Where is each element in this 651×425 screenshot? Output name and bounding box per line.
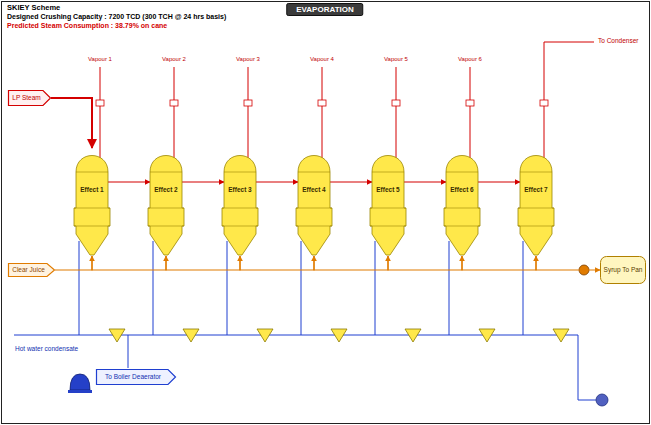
juice-line bbox=[388, 256, 462, 270]
evaporator-vessel bbox=[368, 148, 408, 256]
juice-inlet-arrow: Clear Juice bbox=[8, 263, 55, 277]
node-text: To Boiler Deaerator bbox=[105, 373, 161, 380]
node-text: Effect 1 bbox=[80, 186, 103, 193]
juice-line bbox=[536, 256, 600, 270]
evaporator-vessel bbox=[516, 148, 556, 256]
node-text: Effect 4 bbox=[302, 186, 325, 193]
flash-tanks bbox=[109, 329, 569, 342]
evaporator-vessel bbox=[442, 148, 482, 256]
label-text: Designed Crushing Capacity : 7200 TCD (3… bbox=[6, 13, 227, 21]
bell-symbol bbox=[68, 374, 92, 393]
valve-boxes bbox=[96, 100, 548, 106]
label-text: Vapour 1 bbox=[87, 56, 113, 63]
vapour-bleed-lines bbox=[100, 42, 594, 158]
node-text: Effect 6 bbox=[450, 186, 473, 193]
label-text: Vapour 5 bbox=[383, 56, 409, 63]
label-text: Vapour 3 bbox=[235, 56, 261, 63]
node-text: Effect 5 bbox=[376, 186, 399, 193]
label-text: To Condenser bbox=[597, 37, 639, 44]
juice-line bbox=[314, 256, 388, 270]
vapour-line bbox=[478, 181, 520, 182]
evaporator-body: Effect 3 bbox=[220, 148, 260, 256]
evaporator-body: Effect 7 bbox=[516, 148, 556, 256]
evaporator-body: Effect 6 bbox=[442, 148, 482, 256]
node-text: Syrup To Pan bbox=[604, 266, 643, 273]
condensate-outlet-arrow: To Boiler Deaerator bbox=[96, 369, 176, 385]
evaporator-body: Effect 2 bbox=[146, 148, 186, 256]
label-text: SKIEY Scheme bbox=[6, 4, 61, 13]
evaporator-vessel bbox=[72, 148, 112, 256]
label-text: Vapour 6 bbox=[457, 56, 483, 63]
vapour-line bbox=[330, 181, 372, 182]
vapour-line bbox=[404, 181, 446, 182]
condensate-lines bbox=[14, 241, 596, 400]
evaporator-vessel bbox=[294, 148, 334, 256]
node-text: Clear Juice bbox=[12, 266, 45, 273]
label-text: Vapour 2 bbox=[161, 56, 187, 63]
label-text: Predicted Steam Consumption : 38.79% on … bbox=[6, 22, 168, 30]
evaporator-vessel bbox=[146, 148, 186, 256]
steam-inlet-arrow: LP Steam bbox=[8, 90, 51, 106]
juice-line bbox=[462, 256, 536, 270]
label-text: Vapour 4 bbox=[309, 56, 335, 63]
juice-line bbox=[166, 256, 240, 270]
vapour-line bbox=[256, 181, 298, 182]
juice-line bbox=[92, 256, 166, 270]
evaporator-body: Effect 1 bbox=[72, 148, 112, 256]
evaporator-body: Effect 4 bbox=[294, 148, 334, 256]
evaporator-vessel bbox=[220, 148, 260, 256]
evaporator-body: Effect 5 bbox=[368, 148, 408, 256]
vapour-line bbox=[51, 98, 92, 148]
vapour-line bbox=[182, 181, 224, 182]
node-text: Effect 2 bbox=[154, 186, 177, 193]
vapour-line bbox=[108, 181, 150, 182]
juice-line bbox=[55, 256, 92, 270]
pump-symbols bbox=[579, 265, 608, 406]
node-text: LP Steam bbox=[12, 94, 40, 101]
node-text: Effect 7 bbox=[524, 186, 547, 193]
label-text: Hot water condensate bbox=[14, 345, 79, 352]
juice-line bbox=[240, 256, 314, 270]
syrup-tank: Syrup To Pan bbox=[600, 256, 646, 284]
node-text: Effect 3 bbox=[228, 186, 251, 193]
diagram-title: EVAPORATION bbox=[286, 3, 363, 16]
